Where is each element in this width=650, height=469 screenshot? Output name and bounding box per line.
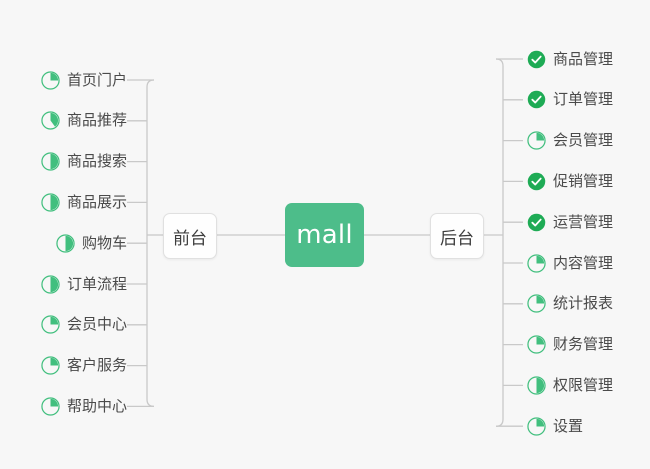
leaf-item-label: 统计报表 (553, 294, 614, 313)
center-node-mall[interactable]: mall (285, 203, 364, 267)
check-circle-icon (527, 90, 546, 109)
connector-line (146, 79, 155, 408)
check-circle-icon (527, 50, 546, 69)
leaf-item-frontend[interactable]: 购物车 (56, 230, 127, 256)
leaf-item-label: 订单管理 (553, 90, 614, 109)
branch-node-backend[interactable]: 后台 (430, 213, 484, 259)
leaf-item-frontend[interactable]: 会员中心 (41, 312, 127, 338)
branch-node-backend-label: 后台 (440, 228, 474, 249)
pie-progress-icon (41, 193, 60, 212)
leaf-item-label: 客户服务 (66, 356, 127, 375)
leaf-item-backend[interactable]: 促销管理 (527, 168, 613, 194)
leaf-item-frontend[interactable]: 客户服务 (41, 353, 127, 379)
leaf-item-label: 财务管理 (553, 335, 614, 354)
leaf-item-label: 运营管理 (553, 212, 614, 231)
leaf-item-label: 促销管理 (553, 171, 614, 190)
pie-progress-icon (56, 234, 75, 253)
leaf-item-frontend[interactable]: 订单流程 (41, 271, 127, 297)
pie-progress-icon (41, 397, 60, 416)
leaf-item-label: 购物车 (81, 233, 127, 252)
leaf-item-frontend[interactable]: 帮助中心 (41, 393, 127, 419)
pie-progress-icon (527, 253, 546, 273)
branch-node-frontend-label: 前台 (173, 228, 207, 249)
pie-progress-icon (41, 111, 60, 130)
leaf-item-label: 商品推荐 (66, 111, 127, 130)
leaf-item-label: 会员管理 (553, 131, 614, 150)
leaf-item-label: 权限管理 (553, 375, 614, 394)
leaf-item-label: 商品管理 (553, 49, 614, 68)
pie-progress-icon (41, 274, 60, 294)
leaf-item-label: 帮助中心 (66, 396, 127, 415)
leaf-item-backend[interactable]: 统计报表 (527, 291, 613, 317)
pie-progress-icon (41, 356, 60, 375)
leaf-item-label: 内容管理 (553, 253, 614, 272)
leaf-item-label: 首页门户 (66, 70, 127, 89)
leaf-item-frontend[interactable]: 商品展示 (41, 189, 127, 215)
leaf-item-backend[interactable]: 内容管理 (527, 250, 613, 276)
pie-progress-icon (527, 376, 546, 395)
leaf-item-backend[interactable]: 财务管理 (527, 332, 613, 358)
branch-node-frontend[interactable]: 前台 (163, 213, 217, 259)
pie-progress-icon (527, 417, 546, 436)
pie-progress-icon (41, 70, 60, 90)
pie-progress-icon (527, 131, 546, 150)
leaf-item-backend[interactable]: 商品管理 (527, 46, 613, 72)
check-circle-icon (527, 172, 546, 191)
leaf-item-backend[interactable]: 订单管理 (527, 87, 613, 113)
leaf-item-backend[interactable]: 权限管理 (527, 372, 613, 398)
leaf-item-frontend[interactable]: 商品搜索 (41, 149, 127, 175)
leaf-item-label: 商品展示 (66, 192, 127, 211)
leaf-item-label: 设置 (553, 416, 584, 435)
leaf-item-label: 订单流程 (66, 274, 127, 293)
pie-progress-icon (41, 152, 60, 171)
check-circle-icon (527, 213, 546, 232)
leaf-item-label: 会员中心 (66, 315, 127, 334)
leaf-item-label: 商品搜索 (66, 152, 127, 171)
connector-line (495, 58, 504, 427)
leaf-item-backend[interactable]: 会员管理 (527, 128, 613, 154)
leaf-item-frontend[interactable]: 商品推荐 (41, 108, 127, 134)
pie-progress-icon (41, 315, 60, 334)
center-node-label: mall (296, 220, 353, 250)
leaf-item-backend[interactable]: 运营管理 (527, 209, 613, 235)
leaf-item-frontend[interactable]: 首页门户 (41, 67, 127, 93)
pie-progress-icon (527, 335, 546, 354)
pie-progress-icon (527, 294, 546, 313)
leaf-item-backend[interactable]: 设置 (527, 413, 583, 439)
